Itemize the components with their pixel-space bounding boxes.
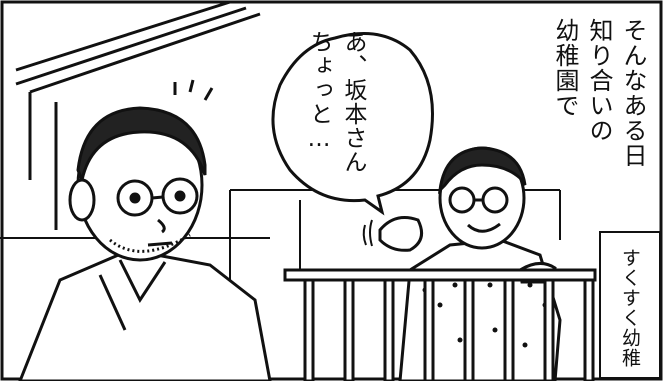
speech-bubble-text: あ、坂本さん ちょっと… — [306, 30, 366, 174]
narration-text: そんなある日 知り合いの 幼稚園で — [551, 18, 647, 168]
speech-bubble — [271, 32, 434, 216]
man-left — [17, 79, 272, 383]
roof-eave — [15, 0, 261, 230]
kindergarten-sign: すくすく幼稚 — [619, 248, 641, 368]
